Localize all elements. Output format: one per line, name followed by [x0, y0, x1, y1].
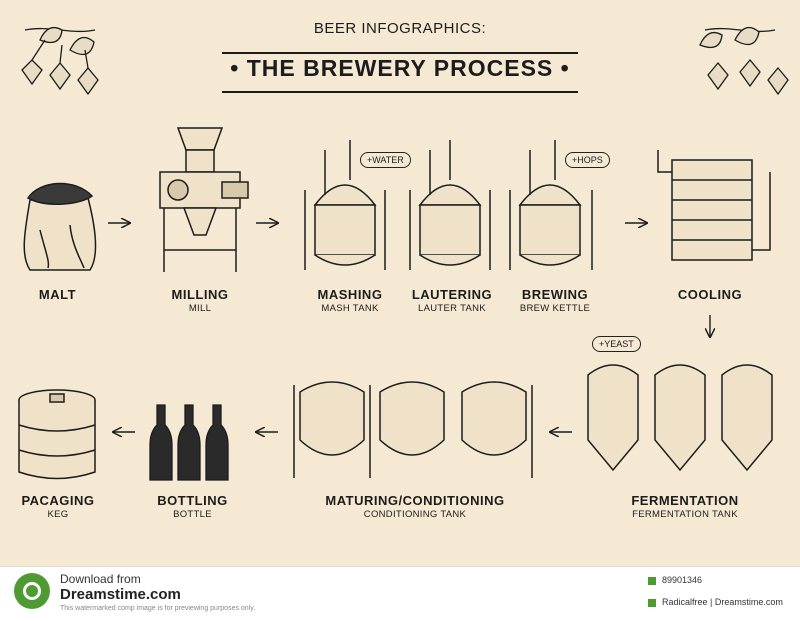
watermark-footer: Download from Dreamstime.com This waterm…	[0, 566, 800, 621]
license-icon	[648, 599, 656, 607]
id-icon	[648, 577, 656, 585]
step-brewing: BREWING BREW KETTLE	[505, 287, 605, 314]
illustrations	[0, 0, 800, 566]
site-link[interactable]: Dreamstime.com	[60, 586, 181, 603]
step-sub: FERMENTATION TANK	[610, 509, 760, 520]
step-sub: KEG	[8, 509, 108, 520]
step-lautering: LAUTERING LAUTER TANK	[402, 287, 502, 314]
fermentation-tank-icon	[588, 365, 772, 470]
mill-icon	[160, 128, 248, 272]
download-label: Download from	[60, 572, 141, 586]
step-sub: BREW KETTLE	[505, 303, 605, 314]
step-cooling: COOLING	[660, 287, 760, 302]
keg-icon	[19, 390, 95, 479]
conditioning-tank-icon	[294, 382, 532, 478]
step-name: BOTTLING	[140, 493, 245, 508]
step-name: LAUTERING	[402, 287, 502, 302]
step-name: MASHING	[300, 287, 400, 302]
image-id: 89901346	[662, 575, 702, 585]
step-milling: MILLING MILL	[150, 287, 250, 314]
step-sub: LAUTER TANK	[402, 303, 502, 314]
lauter-tank-icon	[410, 140, 490, 270]
step-fermentation: FERMENTATION FERMENTATION TANK	[610, 493, 760, 520]
step-name: FERMENTATION	[610, 493, 760, 508]
step-sub: CONDITIONING TANK	[300, 509, 530, 520]
step-bottling: BOTTLING BOTTLE	[140, 493, 245, 520]
step-name: MALT	[10, 287, 105, 302]
bottle-icon	[150, 405, 228, 480]
step-name: BREWING	[505, 287, 605, 302]
dreamstime-logo-icon[interactable]	[14, 573, 50, 609]
step-name: COOLING	[660, 287, 760, 302]
cooler-icon	[658, 150, 770, 260]
hops-icon	[700, 28, 788, 95]
page-title: • THE BREWERY PROCESS •	[210, 55, 590, 82]
step-mashing: MASHING MASH TANK	[300, 287, 400, 314]
note-water: +WATER	[360, 152, 411, 168]
step-name: MILLING	[150, 287, 250, 302]
note-hops: +HOPS	[565, 152, 610, 168]
step-sub: MASH TANK	[300, 303, 400, 314]
image-id-row: 89901346	[648, 575, 702, 585]
infographic-poster: BEER INFOGRAPHICS: • THE BREWERY PROCESS…	[0, 0, 800, 566]
disclaimer: This watermarked comp image is for previ…	[60, 605, 255, 612]
step-name: PACAGING	[8, 493, 108, 508]
step-sub: MILL	[150, 303, 250, 314]
hops-icon	[22, 28, 98, 94]
header-subtitle: BEER INFOGRAPHICS:	[250, 20, 550, 37]
license-row: Radicalfree | Dreamstime.com	[648, 597, 783, 607]
step-malt: MALT	[10, 287, 105, 302]
step-maturing: MATURING/CONDITIONING CONDITIONING TANK	[300, 493, 530, 520]
step-name: MATURING/CONDITIONING	[300, 493, 530, 508]
step-sub: BOTTLE	[140, 509, 245, 520]
malt-sack-icon	[24, 183, 95, 270]
step-packaging: PACAGING KEG	[8, 493, 108, 520]
license-text: Radicalfree | Dreamstime.com	[662, 597, 783, 607]
note-yeast: +YEAST	[592, 336, 641, 352]
